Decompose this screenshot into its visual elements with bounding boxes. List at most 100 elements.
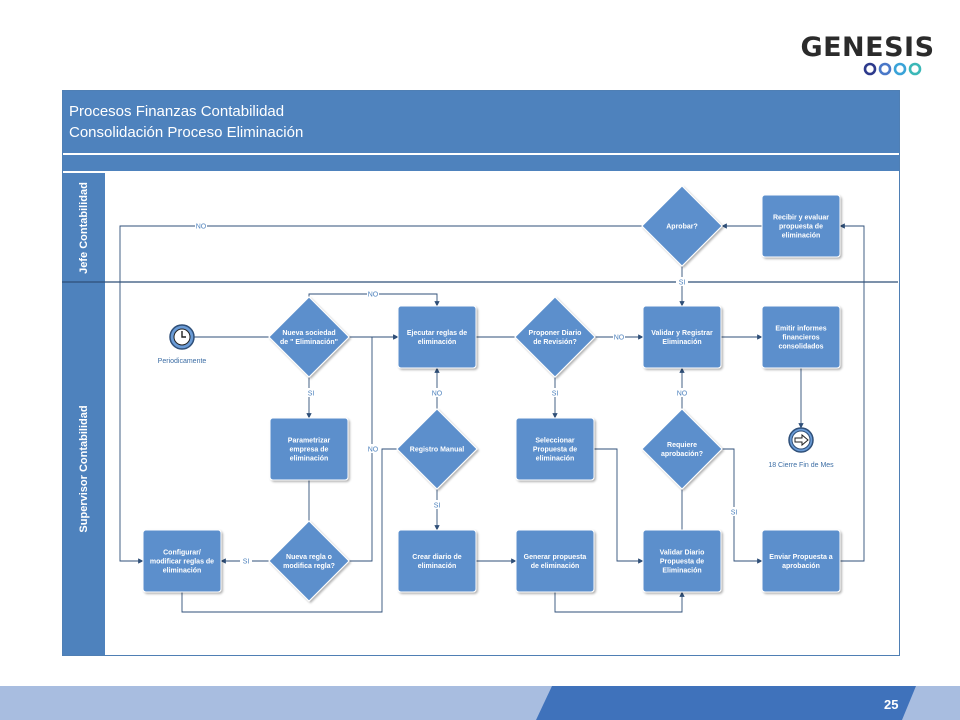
decision-diamond xyxy=(396,408,478,490)
edge-label-si: SI xyxy=(434,503,441,510)
node-text-line: Propuesta de xyxy=(660,559,704,566)
node-d-nueva-sociedad: Nueva sociedad de " Eliminación" xyxy=(268,296,350,378)
node-t-enviar: Enviar Propuesta a aprobación xyxy=(761,529,841,593)
flow-connector xyxy=(839,223,865,562)
node-text-line: Requiere xyxy=(667,442,697,449)
node-d-proponer: Proponer Diario de Revisión? xyxy=(514,296,596,378)
node-t-ejecutar: Ejecutar reglas de eliminación xyxy=(397,305,477,369)
decision-diamond xyxy=(268,520,350,602)
node-end: 18 Cierre Fin de Mes xyxy=(768,427,834,469)
page-number: 25 xyxy=(884,697,899,712)
edge-label-bg xyxy=(367,289,379,298)
edge-label-bg xyxy=(305,388,317,397)
decision-diamond xyxy=(641,185,723,267)
task-box xyxy=(515,529,595,593)
edge-label-si: SI xyxy=(308,391,315,398)
task-box xyxy=(142,529,222,593)
node-t-configurar: Configurar/modificar reglas deeliminació… xyxy=(142,529,222,593)
edge-label-si: SI xyxy=(552,391,559,398)
node-text-line: Ejecutar reglas de xyxy=(407,330,467,337)
edges-layer xyxy=(119,223,865,613)
edge-label-bg xyxy=(613,332,625,341)
node-text-line: Propuesta de xyxy=(533,447,577,454)
decision-diamond xyxy=(268,296,350,378)
node-text-line: aprobación? xyxy=(661,451,703,458)
logo-wordmark: GENESIS xyxy=(800,32,935,63)
task-box xyxy=(761,305,841,369)
edge-label-bg xyxy=(676,388,688,397)
node-start: Periodicamente xyxy=(158,324,207,365)
node-text-line: Proponer Diario xyxy=(529,330,582,337)
node-text-line: Aprobar? xyxy=(666,224,698,231)
genesis-logo: GENESIS xyxy=(800,32,935,80)
node-text-line: aprobación xyxy=(782,563,820,570)
edge-label-si: SI xyxy=(679,280,686,287)
node-text-line: de " Eliminación" xyxy=(280,339,338,346)
node-text-line: Nueva sociedad xyxy=(282,330,335,337)
node-d-requiere: Requiere aprobación? xyxy=(641,408,723,490)
lane-label-supervisor: Supervisor Contabilidad xyxy=(63,283,105,655)
node-text-line: Crear diario de xyxy=(412,554,462,561)
edge-label-no: NO xyxy=(677,391,688,398)
edge-label-no: NO xyxy=(368,292,379,299)
task-box xyxy=(515,417,595,481)
node-t-emitir: Emitir informes financieros consolidados xyxy=(761,305,841,369)
start-event-label: Periodicamente xyxy=(158,358,207,365)
edge-label-no: NO xyxy=(368,447,379,454)
node-text-line: empresa de xyxy=(290,447,329,454)
edge-labels-layer: NO NO SI SI NO NO SI SI NO NO SI SI xyxy=(195,221,740,566)
node-d-aprobar: Aprobar? xyxy=(641,185,723,267)
footer-bar xyxy=(0,686,960,720)
nodes-layer: Periodicamente Nueva sociedad de " Elimina… xyxy=(142,185,841,602)
node-d-registro-manual: Registro Manual xyxy=(396,408,478,490)
node-text-line: Registro Manual xyxy=(410,447,465,454)
node-text-line: Generar propuesta xyxy=(524,554,587,561)
edge-label-bg xyxy=(676,277,688,286)
node-text-line: eliminación xyxy=(163,568,202,575)
edge-label-bg xyxy=(431,500,443,509)
node-text-line: financieros xyxy=(782,335,819,342)
node-text-line: Parametrizar xyxy=(288,438,331,445)
node-text-line: modificar reglas de xyxy=(150,559,214,566)
node-text-line: Emitir informes xyxy=(775,326,826,333)
node-text-line: de eliminación xyxy=(531,563,580,570)
node-text-line: Validar Diario xyxy=(660,550,705,557)
pool-header-band xyxy=(63,155,899,171)
flow-connector xyxy=(181,446,418,613)
decision-diamond xyxy=(514,296,596,378)
decision-diamond xyxy=(641,408,723,490)
node-text-line: consolidados xyxy=(778,344,823,351)
node-text-line: eliminación xyxy=(782,233,821,240)
edge-label-no: NO xyxy=(196,224,207,231)
lane-label-jefe: Jefe Contabilidad xyxy=(63,173,105,283)
node-t-generar: Generar propuesta de eliminación xyxy=(515,529,595,593)
end-event-label: 18 Cierre Fin de Mes xyxy=(768,462,834,469)
node-text-line: Enviar Propuesta a xyxy=(769,554,833,561)
edge-label-no: NO xyxy=(432,391,443,398)
edge-label-no: NO xyxy=(614,335,625,342)
pool-header: Procesos Finanzas Contabilidad Consolida… xyxy=(63,91,899,153)
edge-label-si: SI xyxy=(243,559,250,566)
node-text-line: eliminación xyxy=(418,339,457,346)
node-text-line: eliminación xyxy=(536,456,575,463)
node-text-line: propuesta de xyxy=(779,224,823,231)
edge-label-bg xyxy=(240,556,252,565)
task-box xyxy=(642,305,722,369)
edge-label-si: SI xyxy=(731,510,738,517)
flow-connector xyxy=(119,225,642,564)
task-box xyxy=(761,529,841,593)
flow-connector xyxy=(554,591,685,613)
task-box xyxy=(269,417,349,481)
task-box xyxy=(642,529,722,593)
task-box xyxy=(397,305,477,369)
node-text-line: Eliminación xyxy=(662,339,701,346)
clock-hands-icon xyxy=(181,331,186,338)
node-text-line: eliminación xyxy=(290,456,329,463)
task-box xyxy=(397,529,477,593)
node-text-line: eliminación xyxy=(418,563,457,570)
node-text-line: de Revisión? xyxy=(533,339,577,346)
